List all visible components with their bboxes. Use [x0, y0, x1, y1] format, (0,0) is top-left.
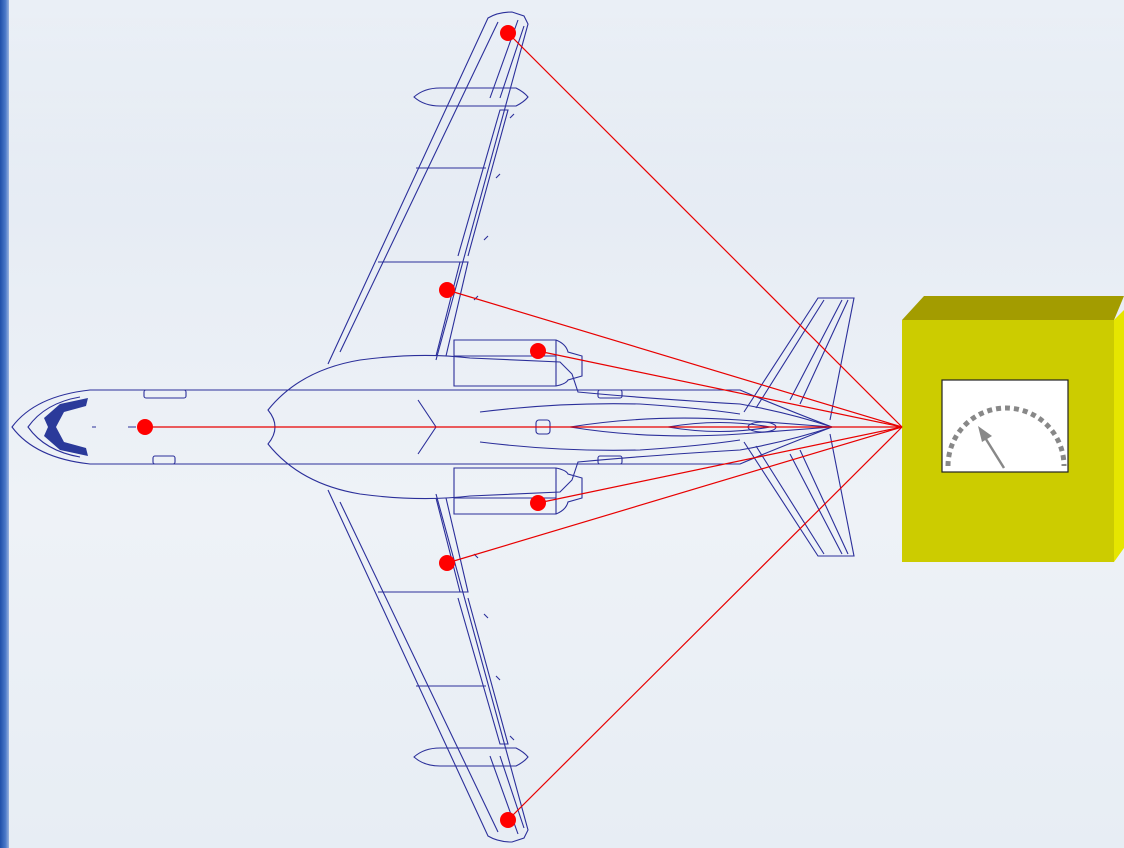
wire-right-engine: [537, 426, 903, 504]
wing-upper-flap-line-2: [457, 109, 509, 257]
sensor-left-engine: [530, 343, 546, 359]
sensor-right-wingtip: [500, 812, 516, 828]
sky-haze: [9, 0, 1124, 220]
engine-upper: [453, 339, 583, 387]
wing-lower-flap-line-2: [457, 597, 509, 745]
wing-upper-leading-inner: [339, 21, 499, 353]
wire-left-wingtip: [507, 32, 903, 428]
cockpit-windows: [44, 398, 88, 456]
monitoring-unit: [902, 296, 1124, 562]
sensor-points: [137, 25, 546, 828]
fuselage: [11, 389, 834, 465]
wing-upper: [327, 11, 529, 365]
wire-right-wing-mid: [446, 426, 903, 564]
wing-lower: [327, 489, 529, 843]
sensor-right-engine: [530, 495, 546, 511]
stabilizer-lower: [743, 433, 855, 557]
wire-right-wingtip: [507, 426, 903, 821]
sensor-left-wing-mid: [439, 282, 455, 298]
wing-fairing: [267, 354, 834, 500]
door-lower: [152, 455, 176, 465]
stabilizer-upper: [743, 297, 855, 421]
fairing-line-upper: [479, 403, 741, 415]
wing-upper-flap-line: [435, 261, 469, 357]
wing-lower-pod: [413, 747, 529, 767]
wing-lower-flap-line: [435, 497, 469, 593]
left-edge-band: [0, 0, 9, 848]
sensor-nose: [137, 419, 153, 435]
stabilizer-upper-lines: [755, 299, 849, 409]
wing-upper-actuators: [473, 113, 515, 301]
wing-lower-leading-inner: [339, 501, 499, 833]
fairing-line-lower: [479, 439, 741, 451]
nose-cone: [27, 396, 81, 458]
wing-lower-actuators: [473, 553, 515, 741]
monitor-side-face: [1114, 310, 1124, 562]
wire-left-engine: [537, 350, 903, 428]
monitor-top-face: [902, 296, 1124, 320]
sensor-left-wingtip: [500, 25, 516, 41]
door-upper: [143, 389, 187, 399]
wire-left-wing-mid: [446, 289, 903, 428]
aircraft-outline: [11, 11, 855, 843]
sensor-right-wing-mid: [439, 555, 455, 571]
engine-lower: [453, 467, 583, 515]
wing-upper-pod: [413, 87, 529, 107]
sensor-wires: [145, 32, 903, 821]
stabilizer-lower-lines: [755, 445, 849, 555]
dial-gauge-icon: [941, 379, 1069, 473]
